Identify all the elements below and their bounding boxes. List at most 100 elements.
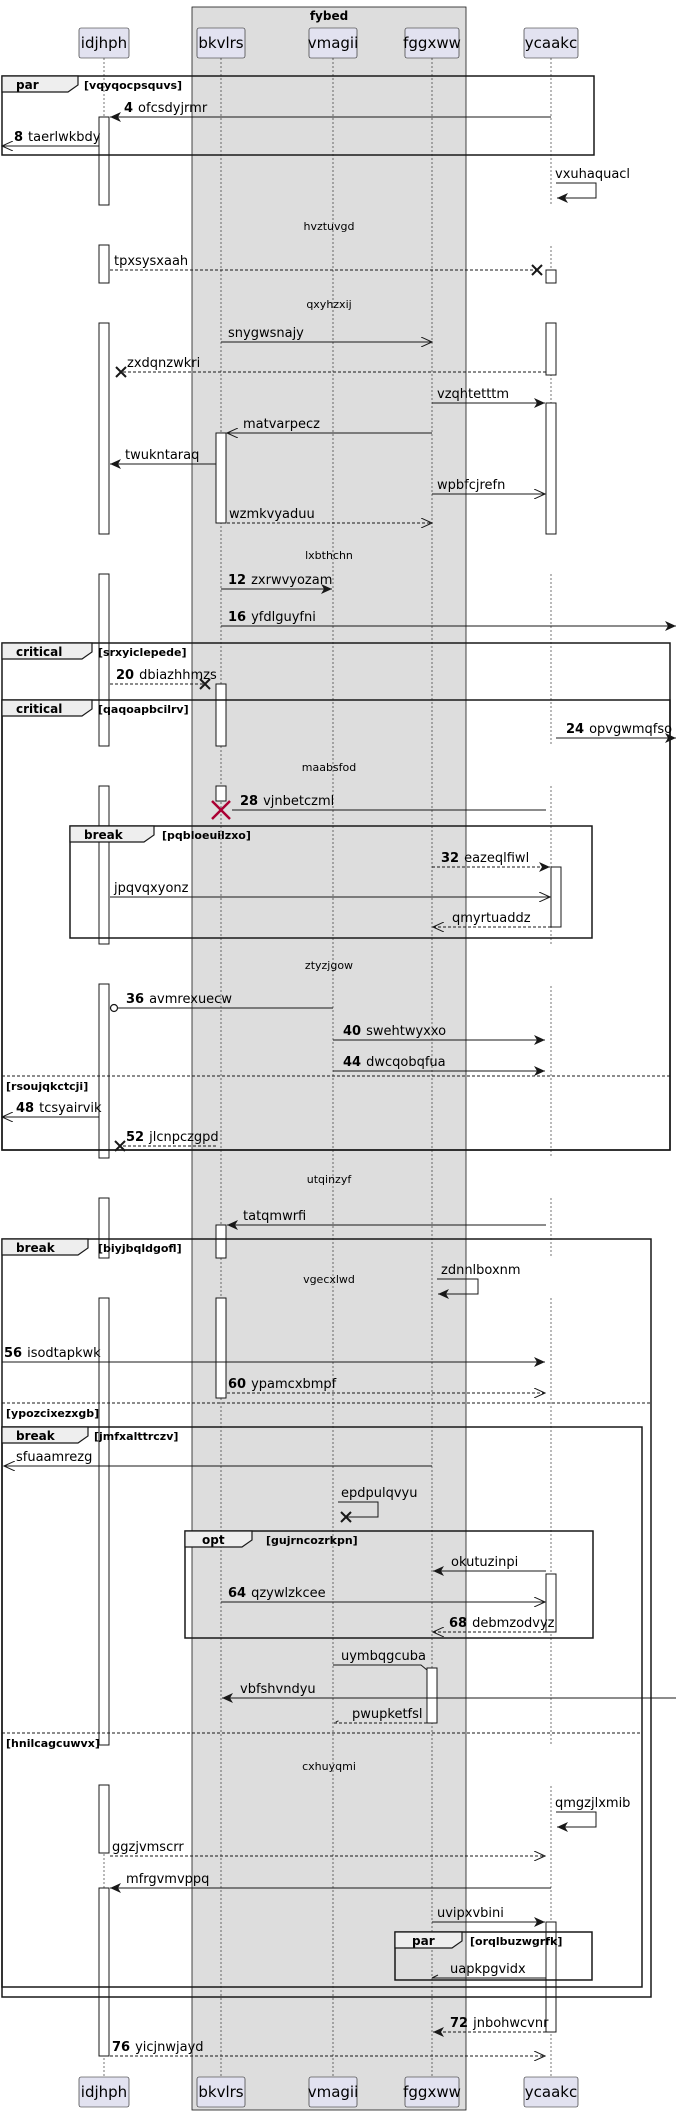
svg-text:matvarpecz: matvarpecz xyxy=(243,417,320,432)
svg-text:opt: opt xyxy=(202,1533,225,1547)
svg-text:critical: critical xyxy=(16,702,62,716)
divider-label: lxbthchn xyxy=(305,549,353,562)
svg-text:pwupketfsl: pwupketfsl xyxy=(352,1707,423,1722)
svg-text:tpxsysxaah: tpxsysxaah xyxy=(114,254,188,269)
svg-text:par: par xyxy=(16,78,39,92)
message-arrow xyxy=(431,1974,546,1979)
activation-bar xyxy=(545,402,557,535)
svg-text:[gujrncozrkpn]: [gujrncozrkpn] xyxy=(266,1534,358,1547)
activation-bar xyxy=(545,269,557,284)
svg-text:uvipxvbini: uvipxvbini xyxy=(437,1906,504,1921)
svg-text:[qaqoapbcilrv]: [qaqoapbcilrv] xyxy=(98,703,189,716)
svg-text:qmyrtuaddz: qmyrtuaddz xyxy=(452,911,531,926)
box-label: fybed xyxy=(310,9,348,23)
fragment-break xyxy=(69,825,593,939)
svg-text:[orqlbuzwgrfk]: [orqlbuzwgrfk] xyxy=(470,1935,562,1948)
svg-text:critical: critical xyxy=(16,645,62,659)
activation-bar xyxy=(545,1921,557,2033)
activation-bar xyxy=(98,116,110,206)
svg-text:ggzjvmscrr: ggzjvmscrr xyxy=(112,1840,184,1855)
svg-text:uymbqgcuba: uymbqgcuba xyxy=(341,1649,426,1664)
participant-heads-top: idjhph bkvlrs vmagii fggxww ycaakc xyxy=(78,27,579,59)
svg-text:break: break xyxy=(84,828,124,842)
participant-heads-bottom: idjhph bkvlrs vmagii fggxww ycaakc xyxy=(78,2076,579,2108)
activation-bar xyxy=(215,1224,227,1259)
dividers: hvztuvgd qxyhzxij lxbthchn maabsfod ztyz… xyxy=(302,220,357,1773)
fragment-conditions: [vqyqocpsquvs] [srxyiclepede] [qaqoapbci… xyxy=(6,79,562,1948)
svg-text:qmgzjlxmib: qmgzjlxmib xyxy=(555,1796,630,1811)
fragment-break xyxy=(1,1426,643,1988)
divider-label: cxhuyqmi xyxy=(302,1760,356,1773)
fragment-par xyxy=(394,1931,593,1981)
activation-bar xyxy=(98,573,110,747)
self-message-arrow xyxy=(556,182,597,203)
activation-bar xyxy=(98,1887,110,2057)
svg-text:tatqmwrfi: tatqmwrfi xyxy=(243,1209,306,1224)
self-message-arrow xyxy=(437,1278,479,1299)
svg-text:idjhph: idjhph xyxy=(81,2083,127,2101)
activation-bar xyxy=(545,1573,557,1633)
activation-bar xyxy=(98,1784,110,1854)
participant-idjhph xyxy=(78,27,130,59)
activation-bar xyxy=(98,1297,110,1746)
fragment-opt xyxy=(184,1530,594,1639)
activation-bar xyxy=(98,322,110,535)
activation-bar xyxy=(545,322,557,376)
svg-text:ycaakc: ycaakc xyxy=(525,2083,577,2101)
divider-label: qxyhzxij xyxy=(306,298,351,311)
svg-text:[hnilcagcuwvx]: [hnilcagcuwvx] xyxy=(6,1737,100,1750)
messages xyxy=(2,112,676,2056)
svg-text:vxuhaquacl: vxuhaquacl xyxy=(555,167,630,182)
message-arrow xyxy=(333,1664,428,1671)
svg-text:fggxww: fggxww xyxy=(403,2083,461,2101)
activation-bar xyxy=(98,785,110,945)
participant-ycaakc xyxy=(523,2076,579,2108)
svg-text:twukntaraq: twukntaraq xyxy=(125,448,199,463)
self-loops xyxy=(338,182,597,1832)
fragment-par xyxy=(1,75,595,156)
svg-text:snygwsnajy: snygwsnajy xyxy=(228,326,304,341)
divider-label: utqinzyf xyxy=(307,1173,353,1186)
activations xyxy=(98,116,562,2057)
activation-bar xyxy=(98,1197,110,1259)
activation-bar xyxy=(215,683,227,747)
else-separators xyxy=(2,1075,670,1734)
fragment-critical xyxy=(1,699,671,1151)
svg-text:bkvlrs: bkvlrs xyxy=(198,2083,243,2101)
svg-text:wzmkvyaduu: wzmkvyaduu xyxy=(229,507,315,522)
svg-text:vmagii: vmagii xyxy=(308,2083,359,2101)
svg-text:break: break xyxy=(16,1241,56,1255)
svg-text:sfuaamrezg: sfuaamrezg xyxy=(16,1450,92,1465)
activation-bar xyxy=(550,866,562,928)
svg-text:bkvlrs: bkvlrs xyxy=(198,34,243,52)
svg-text:fggxww: fggxww xyxy=(403,34,461,52)
participant-bkvlrs xyxy=(196,27,246,59)
participant-bkvlrs xyxy=(196,2076,246,2108)
svg-text:zxdqnzwkri: zxdqnzwkri xyxy=(127,356,200,371)
svg-text:jpqvqxyonz: jpqvqxyonz xyxy=(113,881,189,896)
svg-text:wpbfcjrefn: wpbfcjrefn xyxy=(437,478,505,493)
fragment-tabs xyxy=(1,75,463,1949)
activation-bar xyxy=(426,1667,438,1724)
svg-text:okutuzinpi: okutuzinpi xyxy=(451,1555,518,1570)
svg-text:[pqbloeuilzxo]: [pqbloeuilzxo] xyxy=(162,829,251,842)
svg-text:zdnnlboxnm: zdnnlboxnm xyxy=(441,1263,521,1278)
activation-bar xyxy=(215,785,227,802)
svg-text:par: par xyxy=(412,1934,435,1948)
participant-vmagii xyxy=(308,27,358,59)
